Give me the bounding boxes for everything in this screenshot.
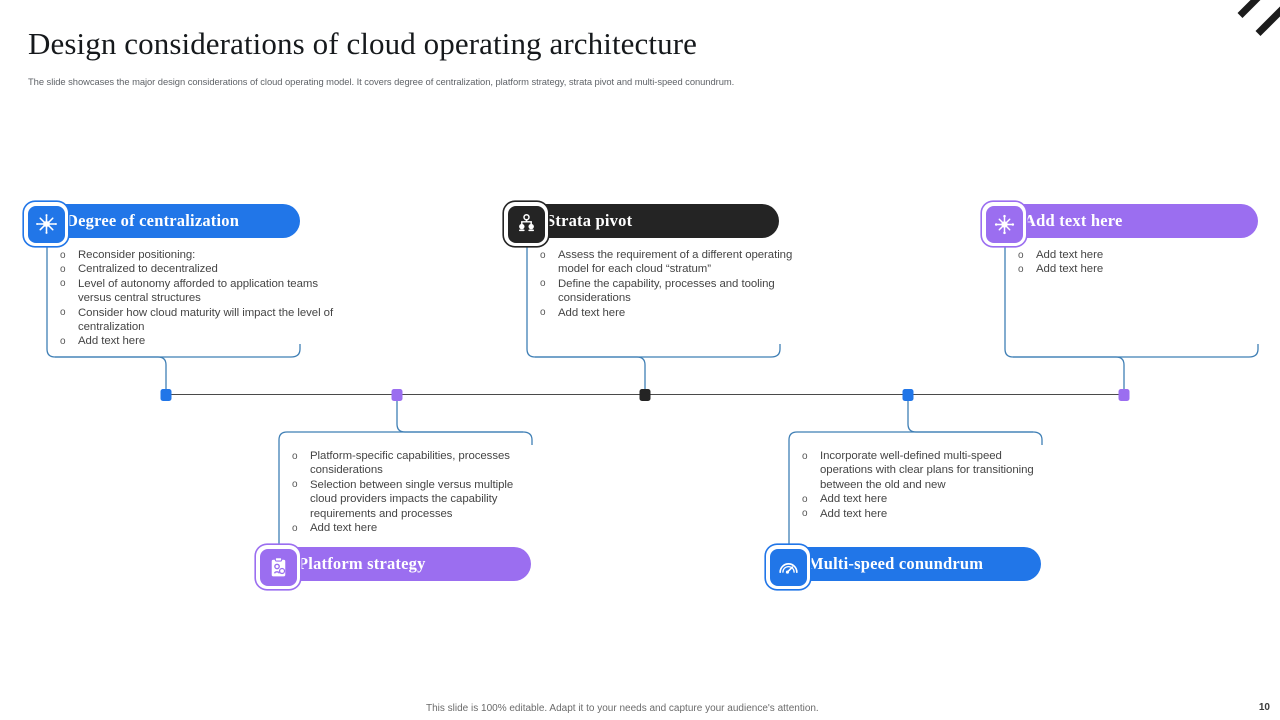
page-number: 10 bbox=[1258, 702, 1270, 713]
card-title-pill: Multi-speed conundrum bbox=[766, 547, 1041, 581]
card-body: Reconsider positioning: Centralized to d… bbox=[56, 247, 338, 349]
card-header[interactable]: Degree of centralization bbox=[24, 202, 300, 246]
card-degree-of-centralization[interactable]: Degree of centralization Reconsider posi… bbox=[24, 202, 333, 349]
card-header[interactable]: Add text here bbox=[982, 202, 1258, 246]
bullet-list: Reconsider positioning: Centralized to d… bbox=[56, 247, 338, 349]
card-platform-strategy[interactable]: Platform-specific capabilities, processe… bbox=[256, 449, 531, 589]
card-title-pill: Add text here bbox=[982, 204, 1258, 238]
list-item: Define the capability, processes and too… bbox=[536, 276, 796, 306]
timeline-marker-centralization[interactable] bbox=[160, 389, 172, 401]
list-item: Add text here bbox=[288, 521, 533, 536]
list-item: Add text here bbox=[798, 492, 1048, 507]
icon-frame bbox=[766, 545, 810, 589]
page-subtitle: The slide showcases the major design con… bbox=[28, 76, 735, 87]
list-item: Consider how cloud maturity will impact … bbox=[56, 305, 338, 335]
list-item: Selection between single versus multiple… bbox=[288, 477, 533, 521]
card-body: Platform-specific capabilities, processe… bbox=[288, 449, 533, 536]
footer-note: This slide is 100% editable. Adapt it to… bbox=[426, 703, 819, 714]
bullet-list: Add text here Add text here bbox=[1014, 247, 1264, 277]
timeline-marker-platform[interactable] bbox=[391, 389, 403, 401]
list-item: Add text here bbox=[1014, 262, 1264, 277]
card-body: Incorporate well-defined multi-speed ope… bbox=[798, 448, 1048, 521]
list-item: Centralized to decentralized bbox=[56, 262, 338, 277]
network-node-icon bbox=[985, 205, 1023, 243]
list-item: Level of autonomy afforded to applicatio… bbox=[56, 276, 338, 306]
card-add-text-here[interactable]: Add text here Add text here Add text her… bbox=[982, 202, 1258, 277]
list-item: Add text here bbox=[56, 334, 338, 349]
list-item: Assess the requirement of a different op… bbox=[536, 248, 796, 277]
corner-stripes-decoration bbox=[1170, 0, 1280, 100]
timeline-marker-addtext[interactable] bbox=[1118, 389, 1130, 401]
timeline-marker-strata[interactable] bbox=[639, 389, 651, 401]
icon-frame bbox=[982, 202, 1026, 246]
list-item: Add text here bbox=[536, 305, 796, 320]
list-item: Add text here bbox=[1014, 247, 1264, 262]
list-item: Incorporate well-defined multi-speed ope… bbox=[798, 448, 1048, 492]
page-title: Design considerations of cloud operating… bbox=[28, 26, 697, 61]
card-strata-pivot[interactable]: Strata pivot Assess the requirement of a… bbox=[504, 202, 792, 321]
bullet-list: Incorporate well-defined multi-speed ope… bbox=[798, 448, 1048, 521]
card-multi-speed-conundrum[interactable]: Incorporate well-defined multi-speed ope… bbox=[766, 448, 1041, 589]
icon-frame bbox=[24, 202, 68, 246]
card-header[interactable]: Multi-speed conundrum bbox=[766, 545, 1041, 589]
bullet-list: Platform-specific capabilities, processe… bbox=[288, 449, 533, 536]
list-item: Reconsider positioning: bbox=[56, 247, 338, 262]
card-header[interactable]: Platform strategy bbox=[256, 545, 531, 589]
card-header[interactable]: Strata pivot bbox=[504, 202, 779, 246]
card-title-pill: Platform strategy bbox=[256, 547, 531, 581]
list-item: Add text here bbox=[798, 506, 1048, 521]
card-body: Assess the requirement of a different op… bbox=[536, 248, 796, 321]
network-hub-icon bbox=[27, 205, 65, 243]
hierarchy-nodes-icon bbox=[507, 205, 545, 243]
card-title-pill: Degree of centralization bbox=[24, 204, 300, 238]
card-title-pill: Strata pivot bbox=[504, 204, 779, 238]
card-body: Add text here Add text here bbox=[1014, 247, 1264, 277]
icon-frame bbox=[504, 202, 548, 246]
speedometer-icon bbox=[769, 548, 807, 586]
bullet-list: Assess the requirement of a different op… bbox=[536, 248, 796, 321]
icon-frame bbox=[256, 545, 300, 589]
clipboard-gear-icon bbox=[259, 548, 297, 586]
timeline-marker-multispeed[interactable] bbox=[902, 389, 914, 401]
list-item: Platform-specific capabilities, processe… bbox=[288, 449, 533, 478]
